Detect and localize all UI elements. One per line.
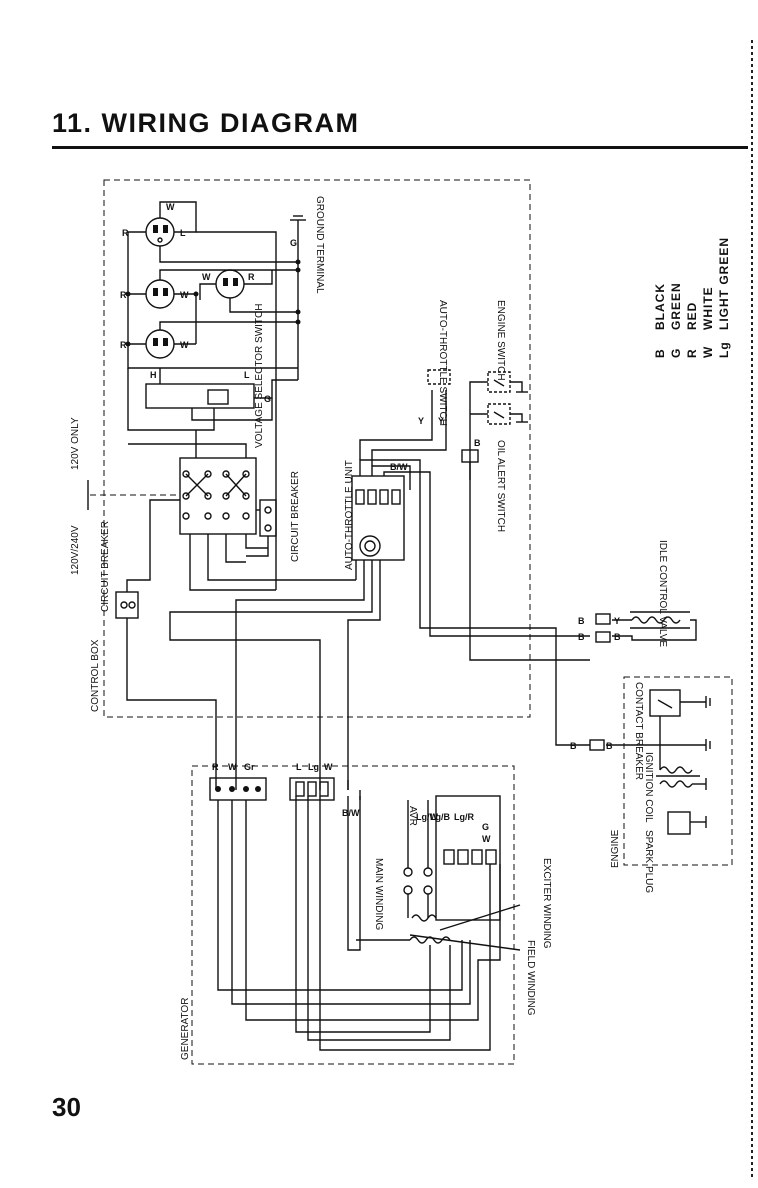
wire-code-lgw: Lg/W [416, 812, 438, 822]
legend-name-b: BLACK [653, 283, 667, 330]
wire-code-b1: B [474, 438, 481, 448]
wire-code-l1: L [180, 228, 186, 238]
mode-120-240-label: 120V/240V [70, 525, 81, 575]
control-box-label: CONTROL BOX [90, 639, 101, 712]
outlet-wiring [125, 201, 306, 590]
wire-code-w3: W [180, 340, 189, 350]
legend-name-r: RED [685, 302, 699, 330]
wire-code-y3: Y [614, 616, 620, 626]
wire-code-bw1: B/W [390, 462, 408, 472]
wire-code-g2: G [264, 394, 271, 404]
wire-code-l3: L [296, 762, 302, 772]
ground-terminal-label: GROUND TERMINAL [314, 196, 325, 294]
wire-code-b6: B [606, 741, 613, 751]
field-winding-label: FIELD WINDING [525, 940, 536, 1016]
auto-throttle-switch-label: AUTO-THROTTLE SWITCH [437, 300, 448, 426]
exciter-winding-label: EXCITER WINDING [541, 858, 552, 949]
receptacle-right [215, 269, 245, 299]
wire-code-b5: B [570, 741, 577, 751]
oil-alert-switch [461, 403, 528, 480]
page-edge [751, 40, 753, 1180]
wire-code-lgr: Lg/R [454, 812, 474, 822]
wire-code-r3: R [120, 340, 127, 350]
main-winding-label: MAIN WINDING [373, 858, 384, 930]
receptacle-left-1 [145, 279, 175, 309]
wire-code-y2: Y [438, 416, 444, 426]
wire-code-y1: Y [418, 416, 424, 426]
wire-code-w4: W [202, 272, 211, 282]
wire-code-r2: R [120, 290, 127, 300]
circuit-breaker-main [246, 499, 277, 557]
wire-code-r1: R [122, 228, 129, 238]
engine-switch-label: ENGINE SWITCH [495, 300, 506, 381]
idle-control-valve [595, 611, 697, 643]
mode-120-only-label: 120V ONLY [70, 417, 81, 470]
wire-code-labels: R L W R W R W G W R H L G Y Y B B/W B Y … [120, 202, 621, 844]
receptacle-top [145, 217, 175, 247]
wire-code-g1: G [290, 238, 297, 248]
wire-code-lgb: Lg/B [430, 812, 450, 822]
legend-name-w: WHITE [701, 286, 715, 330]
auto-throttle-unit-label: AUTO-THROTTLE UNIT [344, 460, 355, 570]
idle-control-valve-label: IDLE CONTROL VALVE [657, 540, 668, 647]
oil-alert-switch-label: OIL ALERT SWITCH [495, 440, 506, 532]
voltage-selector-switch [128, 430, 356, 591]
legend-code-r: R [685, 348, 699, 358]
auto-throttle-switch [359, 369, 451, 466]
wire-code-b4: B [614, 632, 621, 642]
legend-code-w: W [701, 346, 715, 358]
spark-plug-label: SPARK PLUG [643, 830, 654, 893]
voltage-selector-label: VOLTAGE SELECTOR SWITCH [254, 304, 265, 448]
windings [356, 800, 521, 951]
circuit-breaker-label: CIRCUIT BREAKER [290, 471, 301, 562]
generator-connector-right [289, 777, 335, 801]
wire-code-bw2: B/W [342, 808, 360, 818]
wire-code-w1: W [166, 202, 175, 212]
legend-name-g: GREEN [669, 282, 683, 330]
circuit-breaker-left [115, 499, 217, 790]
legend-code-g: G [669, 348, 683, 358]
page-number: 30 [52, 1092, 81, 1122]
wire-code-gr: Gr [244, 762, 255, 772]
generator-label: GENERATOR [180, 998, 191, 1060]
wire-code-b3: B [578, 632, 585, 642]
wire-code-g3: G [482, 822, 489, 832]
generator-wiring [217, 780, 501, 1051]
avr [435, 795, 501, 921]
wire-code-lg: Lg [308, 762, 319, 772]
wire-code-r4: R [248, 272, 255, 282]
control-box-outline [103, 179, 531, 718]
auto-throttle-unit [169, 459, 590, 790]
title-rule [52, 146, 748, 149]
legend-code-b: B [653, 348, 667, 358]
generator-outline [191, 765, 515, 1065]
circuit-breaker-left-label: CIRCUIT BREAKER [100, 521, 111, 612]
wire-code-w6: W [324, 762, 333, 772]
receptacle-left-2 [145, 329, 175, 359]
wire-code-r5: R [212, 762, 219, 772]
h-switch [127, 368, 298, 431]
engine-outline [623, 676, 733, 866]
wire-code-l2: L [244, 370, 250, 380]
generator-connector-left [209, 777, 267, 801]
wire-code-w7: W [482, 834, 491, 844]
wire-code-h: H [150, 370, 157, 380]
ignition-coil-label: IGNITION COIL [643, 752, 654, 823]
wire-code-b2: B [578, 616, 585, 626]
wire-code-w5: W [228, 762, 237, 772]
contact-breaker-label: CONTACT BREAKER [633, 682, 644, 780]
avr-label: AVR [407, 806, 418, 826]
engine-label: ENGINE [610, 829, 621, 868]
engine-switch [469, 371, 590, 661]
wire-code-w2: W [180, 290, 189, 300]
color-legend: B BLACK G GREEN R RED W WHITE Lg LIGHT G… [653, 237, 731, 358]
legend-name-lg: LIGHT GREEN [717, 237, 731, 330]
engine-components [589, 689, 711, 835]
page-title: 11. WIRING DIAGRAM [52, 108, 360, 138]
legend-code-lg: Lg [717, 341, 731, 358]
